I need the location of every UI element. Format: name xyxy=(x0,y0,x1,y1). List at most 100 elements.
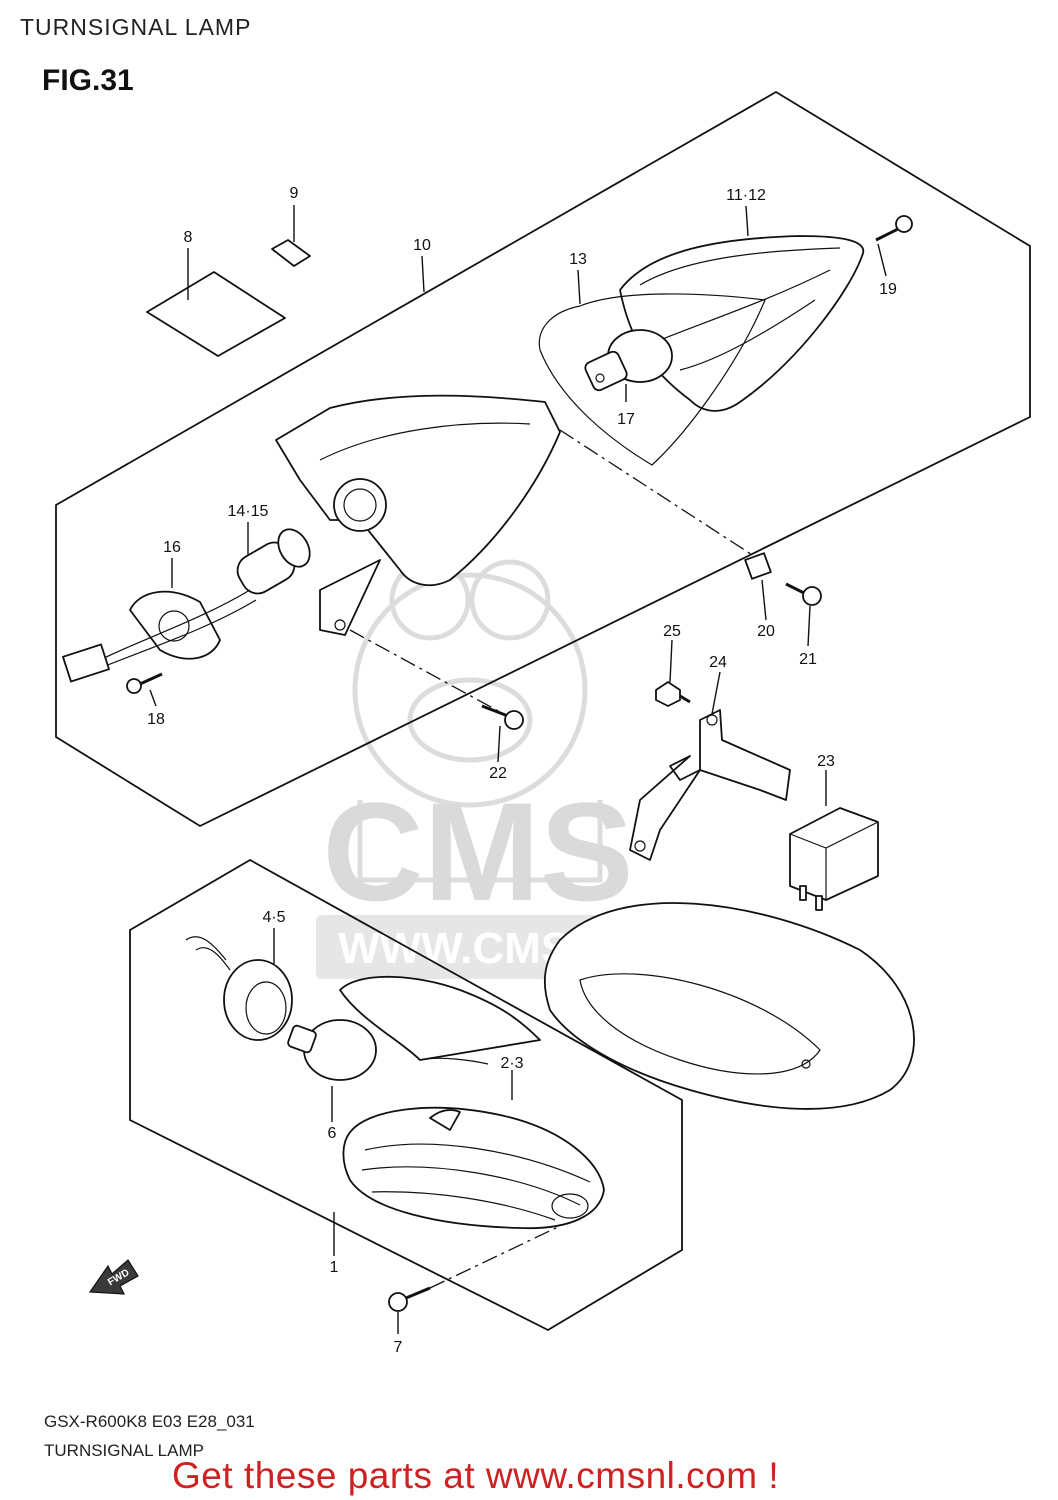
bolt-shank xyxy=(679,694,691,704)
leader-25 xyxy=(669,639,673,683)
harness-connector xyxy=(62,643,110,683)
watermark-mascot-ear xyxy=(469,559,551,641)
assembly-line xyxy=(349,629,501,713)
part-23-relay xyxy=(789,807,879,911)
callout-14-15: 14·15 xyxy=(228,503,269,520)
callout-24: 24 xyxy=(709,654,727,671)
callout-17: 17 xyxy=(617,411,635,428)
screw-head xyxy=(388,1292,408,1312)
model-code: GSX-R600K8 E03 E28_031 xyxy=(44,1412,255,1431)
upper-assembly-box xyxy=(55,90,1031,828)
watermark: CMS WWW.CMSNL.COM xyxy=(316,559,766,979)
watermark-mascot-body xyxy=(357,800,603,883)
part-11-12-rear-lens xyxy=(619,235,865,412)
callout-11-12: 11·12 xyxy=(726,187,766,204)
leader-22 xyxy=(497,725,501,763)
part-8-gasket xyxy=(146,271,286,357)
watermark-logo: CMS xyxy=(322,773,633,930)
figure-label: FIG.31 xyxy=(42,64,134,97)
part-2-3-lens-tab xyxy=(429,1109,461,1131)
bracket-hole xyxy=(706,714,718,726)
screw-shank xyxy=(785,582,807,596)
rear-lamp-housing xyxy=(275,394,561,587)
part-21-screw xyxy=(785,582,822,606)
lens-rib xyxy=(639,247,841,286)
housing-socket-ring xyxy=(333,478,387,532)
promo-link[interactable]: Get these parts at www.cmsnl.com ! xyxy=(172,1455,780,1496)
callout-8: 8 xyxy=(184,229,193,246)
callout-20: 20 xyxy=(757,623,775,640)
part-25-bolt xyxy=(655,681,691,707)
callout-21: 21 xyxy=(799,651,817,668)
part-4-5-socket xyxy=(185,936,293,1041)
part-7-screw xyxy=(388,1286,431,1312)
footer-title: TURNSIGNAL LAMP xyxy=(44,1441,204,1460)
mirror-inner-edge xyxy=(579,973,821,1075)
harness-wire xyxy=(99,589,251,661)
assembly-line xyxy=(429,1225,561,1289)
lens-rib xyxy=(679,299,816,371)
assembly-line xyxy=(559,429,761,561)
bulb-base xyxy=(287,1024,317,1054)
watermark-mascot-head xyxy=(352,572,588,808)
part-20-clip-nut xyxy=(744,552,772,580)
lower-assembly-box xyxy=(129,858,683,1332)
screw-shank xyxy=(139,672,163,686)
grommet xyxy=(129,590,221,660)
callout-9: 9 xyxy=(290,185,299,202)
bracket-hole xyxy=(634,840,646,852)
socket-flange xyxy=(277,528,311,568)
screw-shank xyxy=(875,226,901,242)
bulb-base xyxy=(584,350,628,392)
callout-16: 16 xyxy=(163,539,181,556)
screw-head xyxy=(504,710,524,730)
leader-24 xyxy=(711,671,721,715)
part-14-15-socket xyxy=(236,528,311,595)
callout-10: 10 xyxy=(413,237,431,254)
callout-2-3: 2·3 xyxy=(500,1055,523,1072)
lens-rib xyxy=(371,1191,556,1221)
grommet-hole xyxy=(158,610,190,642)
screw-head xyxy=(895,215,913,233)
leader-20 xyxy=(761,579,767,621)
leader-13 xyxy=(577,269,581,305)
bulb-glass xyxy=(303,1019,377,1081)
part-17-bulb xyxy=(584,329,673,392)
callout-23: 23 xyxy=(817,753,835,770)
socket-opening xyxy=(245,981,287,1035)
callout-7: 7 xyxy=(394,1339,403,1356)
leader-10 xyxy=(421,255,425,293)
watermark-mascot-face xyxy=(407,677,533,763)
lens-rib xyxy=(364,1143,591,1183)
leader-19 xyxy=(877,243,887,277)
housing-bracket xyxy=(319,559,381,636)
callout-6: 6 xyxy=(328,1125,337,1142)
part-16-harness xyxy=(62,589,257,683)
part-1-front-lens xyxy=(342,1106,605,1230)
lens-rib xyxy=(361,1166,581,1206)
harness-wire xyxy=(99,599,257,669)
part-19-screw xyxy=(875,215,913,242)
leader-21 xyxy=(807,605,811,647)
socket-wire xyxy=(195,947,231,971)
housing-edge xyxy=(319,422,531,461)
part-24-bracket xyxy=(629,709,791,861)
socket-housing xyxy=(223,959,293,1041)
socket-wire xyxy=(185,936,227,961)
lens-boss xyxy=(551,1193,589,1219)
bolt-head xyxy=(655,681,681,707)
callout-4-5: 4·5 xyxy=(262,909,285,926)
screw-shank xyxy=(481,704,509,718)
callout-13: 13 xyxy=(569,251,587,268)
forward-direction-arrow-icon: FWD xyxy=(88,1259,139,1295)
bracket-hole xyxy=(334,619,346,631)
page-title: TURNSIGNAL LAMP xyxy=(20,14,252,40)
part-9-pad xyxy=(271,239,311,267)
relay-body xyxy=(789,807,879,901)
part-13-lens-gasket xyxy=(538,293,766,466)
front-turnsignal-body xyxy=(339,975,541,1061)
part-22-screw xyxy=(481,704,524,730)
screw-shank xyxy=(405,1286,431,1300)
callout-25: 25 xyxy=(663,623,681,640)
